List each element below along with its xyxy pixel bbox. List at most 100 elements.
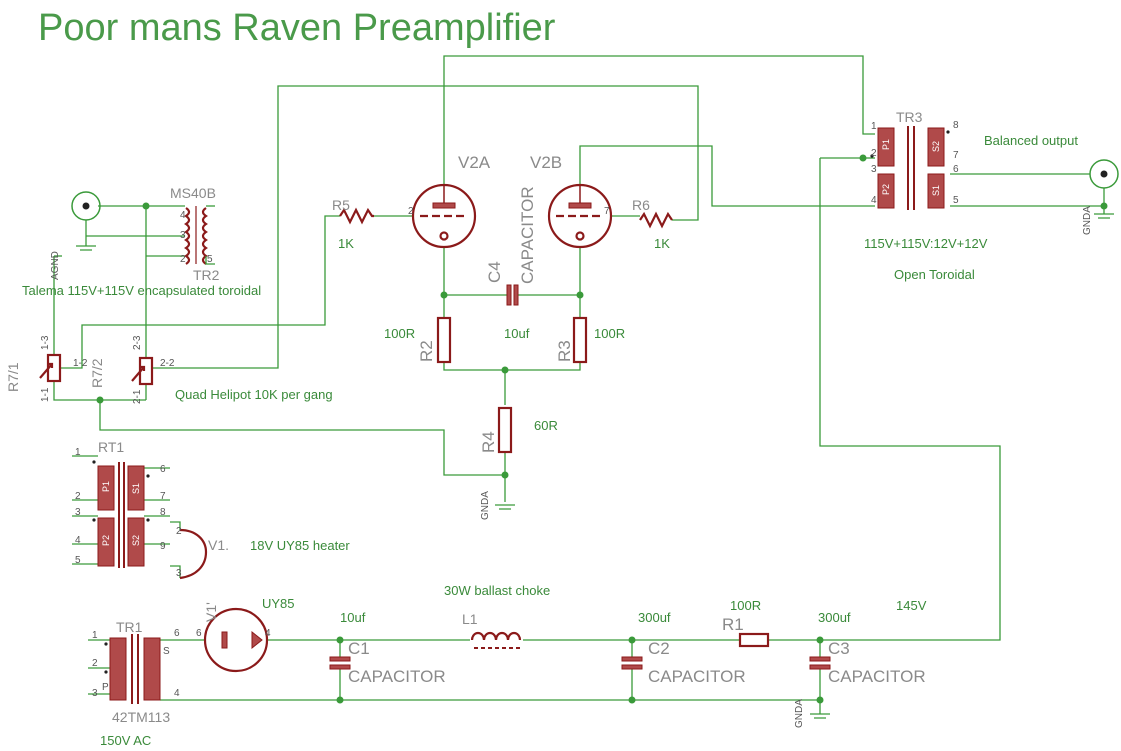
c1-capacitor-text: CAPACITOR	[348, 667, 446, 686]
r71-pin-12: 1-2	[73, 358, 88, 369]
helipot-r72	[131, 356, 154, 386]
uy85-label: UY85	[262, 596, 295, 611]
transformer-tr1	[88, 634, 175, 704]
helipot-note: Quad Helipot 10K per gang	[175, 387, 333, 402]
c2-capacitor-text: CAPACITOR	[648, 667, 746, 686]
rt1-label: RT1	[98, 439, 124, 455]
r4-label: R4	[479, 431, 498, 453]
r4-value: 60R	[534, 418, 558, 433]
tr3-pin-4: 4	[871, 195, 877, 206]
input-jack	[71, 191, 101, 251]
helipot-r71	[39, 353, 62, 383]
c1-value: 10uf	[340, 610, 366, 625]
tr3-p1-text: P1	[881, 139, 891, 150]
heater-note: 18V UY85 heater	[250, 538, 350, 553]
r3-label: R3	[555, 340, 574, 362]
resistor-r2	[436, 316, 452, 364]
tr1-pin-1: 1	[92, 630, 98, 641]
transformer-rt1	[72, 455, 170, 568]
v2b-pin-7: 7	[604, 206, 610, 217]
tr2-pin-4: 4	[180, 210, 186, 221]
b-plus-note: 145V	[896, 598, 927, 613]
r6-label: R6	[632, 197, 650, 213]
tr3-pin-8: 8	[953, 120, 959, 131]
tr2-pin-5: 5	[207, 254, 213, 265]
rt1-p2-text: P2	[101, 535, 111, 546]
uy85-pin-6: 6	[196, 628, 202, 639]
rt1-pin-3: 3	[75, 507, 81, 518]
tr2-label: TR2	[193, 267, 220, 283]
junction-dots	[96, 154, 1108, 704]
v1-prime-label: V1'	[203, 602, 219, 622]
tr3-pin-3: 3	[871, 164, 877, 175]
r5-label: R5	[332, 197, 350, 213]
choke-note: 30W ballast choke	[444, 583, 550, 598]
ac-input-note: 150V AC	[100, 733, 151, 748]
v1-label: V1.	[208, 537, 229, 553]
gnda-label-supply: GNDA	[794, 699, 805, 728]
rt1-pin-7: 7	[160, 491, 166, 502]
v2b-label: V2B	[530, 153, 562, 172]
r2-label: R2	[417, 340, 436, 362]
tr3-pin-7: 7	[953, 150, 959, 161]
talema-note: Talema 115V+115V encapsulated toroidal	[22, 283, 261, 298]
rt1-pin-9: 9	[160, 541, 166, 552]
c1-label: C1	[348, 639, 370, 658]
schematic-title: Poor mans Raven Preamplifier	[38, 7, 556, 49]
tr3-pin-2: 2	[871, 148, 877, 159]
tr1-s-text: S	[163, 646, 170, 657]
rt1-pin-8: 8	[160, 507, 166, 518]
tr3-s2-text: S2	[931, 141, 941, 152]
uy85-pin-4: 4	[265, 628, 271, 639]
ground-symbol-supply	[810, 713, 830, 719]
tr1-pin-6: 6	[174, 628, 180, 639]
tr3-pin-1: 1	[871, 121, 877, 132]
gnda-label-out: GNDA	[1082, 206, 1093, 235]
tr1-p-text: P	[102, 682, 109, 693]
rt1-pin-2: 2	[75, 491, 81, 502]
tr1-type: 42TM113	[112, 709, 170, 725]
open-toroidal-note: Open Toroidal	[894, 267, 975, 282]
r6-value: 1K	[654, 236, 670, 251]
resistor-r3	[572, 316, 588, 364]
r71-pin-11: 1-1	[40, 387, 51, 402]
tr3-label: TR3	[896, 109, 923, 125]
tr1-pin-3: 3	[92, 688, 98, 699]
v2a-label: V2A	[458, 153, 491, 172]
capacitor-c1	[329, 656, 351, 670]
rt1-s1-text: S1	[131, 483, 141, 494]
rt1-pin-1: 1	[75, 447, 81, 458]
v1-pin-2: 2	[176, 526, 182, 537]
resistor-r1	[738, 632, 770, 648]
wires	[53, 55, 1105, 714]
r5-value: 1K	[338, 236, 354, 251]
capacitor-c2	[621, 656, 643, 670]
resistor-r5	[339, 207, 374, 225]
rt1-pin-4: 4	[75, 535, 81, 546]
r71-label: R7/1	[5, 362, 21, 392]
c3-label: C3	[828, 639, 850, 658]
ground-symbol-r4	[495, 504, 515, 510]
tube-v2a	[411, 183, 477, 249]
tr3-pin-6: 6	[953, 164, 959, 175]
resistor-r6	[639, 211, 673, 229]
r1-label: R1	[722, 615, 744, 634]
c4-label: C4	[485, 261, 504, 283]
rt1-pin-5: 5	[75, 555, 81, 566]
output-jack	[1089, 159, 1119, 219]
tr3-p2-text: P2	[881, 184, 891, 195]
r3-value: 100R	[594, 326, 625, 341]
balanced-output-note: Balanced output	[984, 133, 1078, 148]
rt1-p1-text: P1	[101, 481, 111, 492]
transformer-tr3	[870, 126, 950, 210]
tr1-pin-2: 2	[92, 658, 98, 669]
gnda-label-r4: GNDA	[480, 491, 491, 520]
rectifier-uy85	[203, 607, 269, 673]
capacitor-c3	[809, 656, 831, 670]
c2-label: C2	[648, 639, 670, 658]
tr2-pin-3: 3	[180, 230, 186, 241]
rt1-s2-text: S2	[131, 535, 141, 546]
c3-value: 300uf	[818, 610, 851, 625]
